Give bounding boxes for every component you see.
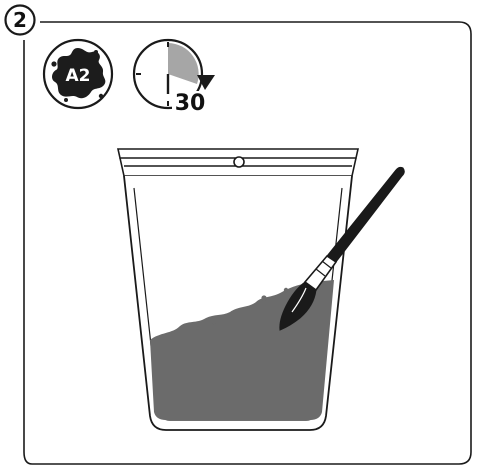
material-badge: A2 [44,40,112,108]
material-label: A2 [66,66,91,86]
timer-indicator: 30 [134,40,215,116]
paint-bucket [118,149,358,430]
paint-drop-icon [94,50,98,54]
paint-splash-drop [284,288,288,292]
bucket-handle-lug [234,157,244,167]
paint-drop-icon [99,94,103,98]
step-number: 2 [13,8,27,32]
paint-drop-icon [51,61,56,66]
paint-drop-icon [64,98,68,102]
paint-splash-drop [261,295,266,300]
timer-value: 30 [175,91,206,116]
step-number-badge: 2 [6,6,35,35]
paint-splash-drop [196,326,200,330]
paint-splash-drop [212,320,217,325]
